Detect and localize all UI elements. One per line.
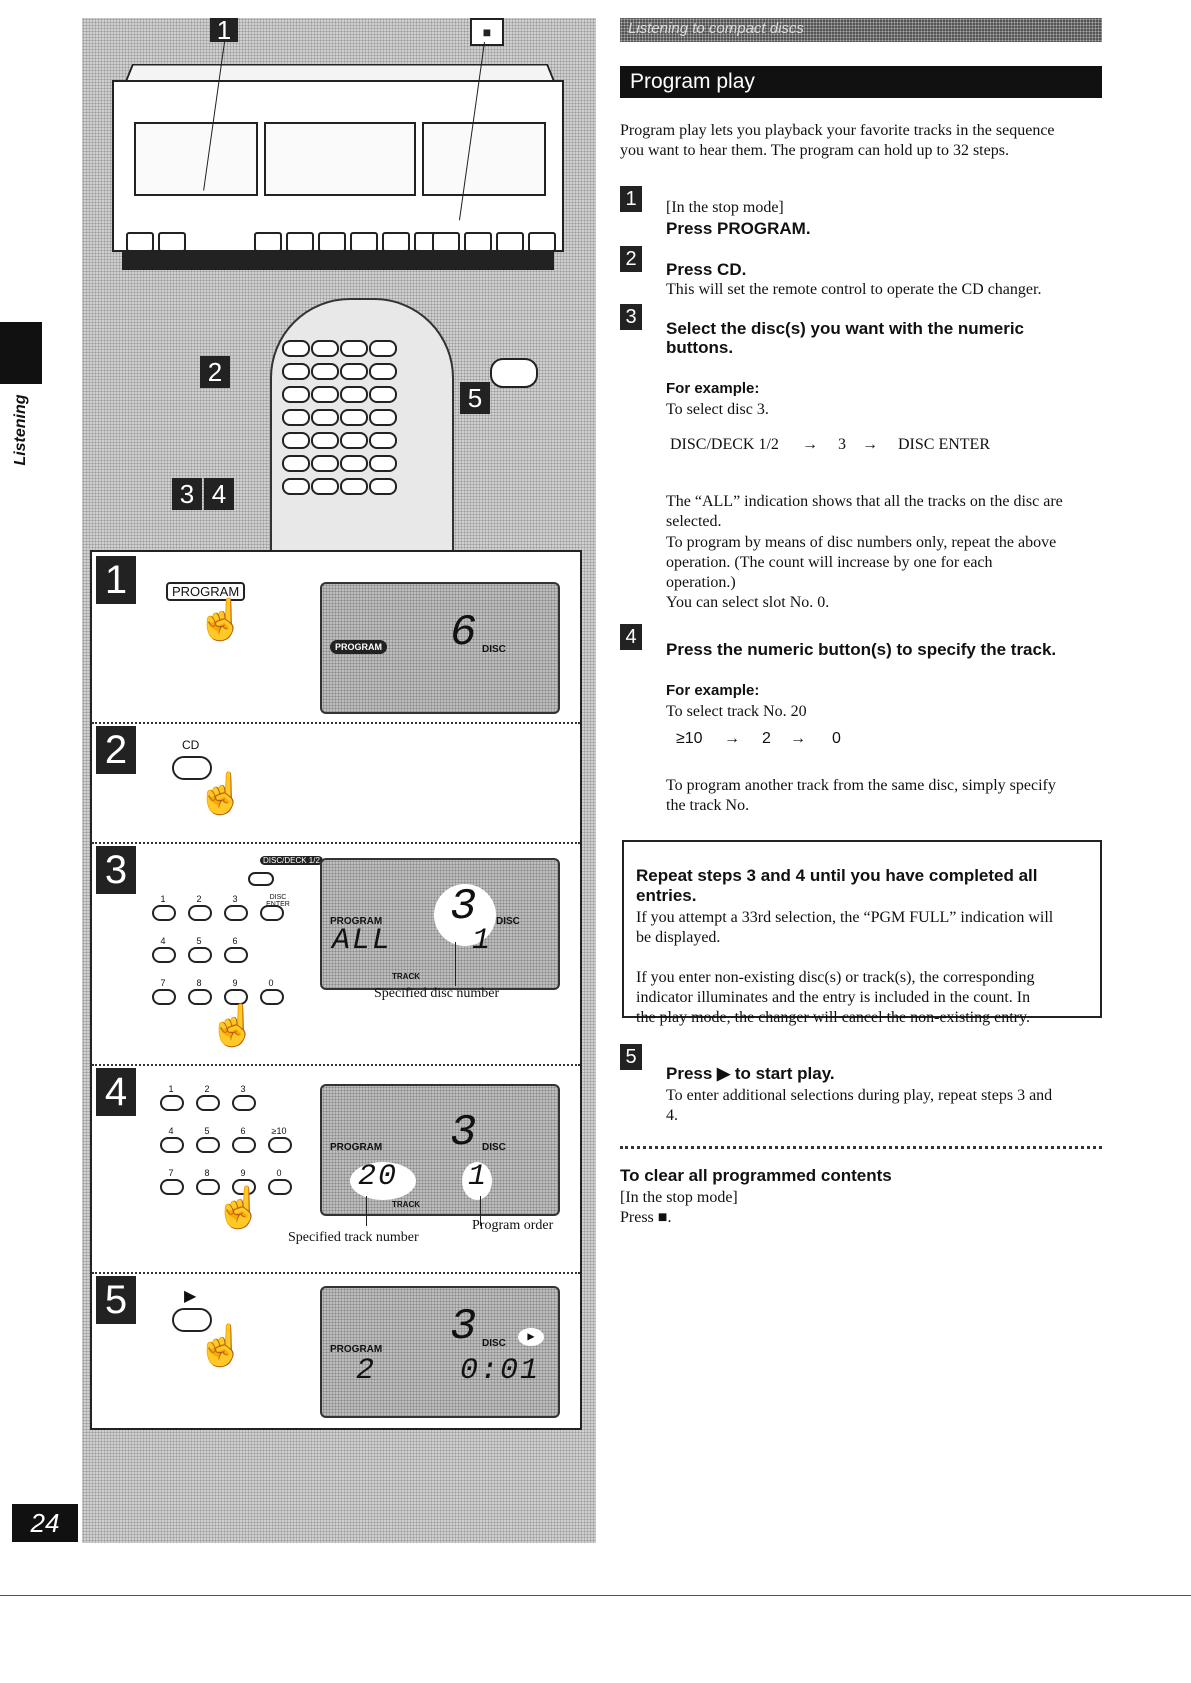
step-4-example-text: To select track No. 20 xyxy=(666,703,807,720)
panel-step-4: 4 1 2 3 4 5 6 ≥10 7 8 9 0 ☝ PROGRAM 3 DI… xyxy=(92,1064,580,1274)
step-number-3: 3 xyxy=(620,304,642,330)
clear-condition: [In the stop mode] xyxy=(620,1189,738,1206)
section-tab-marker xyxy=(0,322,42,384)
hand-press-icon: ☝ xyxy=(208,1003,258,1048)
callout-program-order: Program order xyxy=(472,1218,554,1233)
page-bottom-rule xyxy=(0,1595,1191,1596)
cd-changer-unit xyxy=(112,62,564,272)
remote-tag-2: 2 xyxy=(200,356,230,388)
hand-press-icon: ☝ xyxy=(214,1185,264,1230)
play-indicator-icon: ▶ xyxy=(518,1328,544,1346)
callout-specified-disc: Specified disc number xyxy=(374,986,500,1001)
panel-number: 1 xyxy=(96,556,136,604)
step-panels: 1 PROGRAM ☝ PROGRAM 6 DISC 2 CD ☝ 3 DISC… xyxy=(90,550,582,1430)
panel-number: 4 xyxy=(96,1068,136,1116)
keypad-step-3: 1 2 3 DISC ENTER 4 5 6 7 8 9 0 xyxy=(150,894,294,1005)
intro-line-1: Program play lets you playback your favo… xyxy=(620,122,1055,139)
remote-stop-button xyxy=(490,358,538,388)
hand-press-icon: ☝ xyxy=(196,1323,246,1368)
unit-tag-1: 1 xyxy=(210,15,238,45)
remote-tag-5: 5 xyxy=(460,382,490,414)
step-number-2: 2 xyxy=(620,246,642,272)
hand-press-icon: ☝ xyxy=(196,771,246,816)
panel-step-5: 5 ▶ ☝ PROGRAM 3 DISC ▶ 2 0:01 xyxy=(92,1272,580,1428)
play-button-illus xyxy=(172,1308,212,1332)
step-number-1: 1 xyxy=(620,186,642,212)
callout-specified-track: Specified track number xyxy=(288,1230,419,1245)
program-button-illus: PROGRAM xyxy=(166,582,246,601)
step-1-heading: Press PROGRAM. xyxy=(666,219,811,238)
repeat-steps-note: Repeat steps 3 and 4 until you have comp… xyxy=(622,840,1102,1026)
step-2-body: This will set the remote control to oper… xyxy=(666,281,1042,298)
clear-heading: To clear all programmed contents xyxy=(620,1166,892,1185)
intro-line-2: you want to hear them. The program can h… xyxy=(620,142,1009,159)
hand-press-icon: ☝ xyxy=(196,597,246,642)
step-3-heading-line-2: buttons. xyxy=(666,338,734,357)
remote-tag-4: 4 xyxy=(204,478,234,510)
step-number-4: 4 xyxy=(620,624,642,650)
step-4-example-label: For example: xyxy=(666,682,760,699)
side-section-label: Listening xyxy=(12,394,29,466)
unit-tag-stop: ■ xyxy=(470,18,504,46)
page-title: Program play xyxy=(620,66,1102,98)
panel-step-1: 1 PROGRAM ☝ PROGRAM 6 DISC xyxy=(92,552,580,724)
section-header-bar: Listening to compact discs xyxy=(620,18,1102,42)
panel-step-3: 3 DISC/DECK 1/2 1 2 3 DISC ENTER 4 5 6 7… xyxy=(92,842,580,1066)
step-5-heading: Press ▶ to start play. xyxy=(666,1064,835,1083)
display-step-5: PROGRAM 3 DISC ▶ 2 0:01 xyxy=(320,1286,560,1418)
dotted-separator xyxy=(620,1146,1102,1149)
cd-button-illus xyxy=(172,756,212,780)
step-4-heading: Press the numeric button(s) to specify t… xyxy=(666,640,1057,659)
panel-number: 5 xyxy=(96,1276,136,1324)
step-number-5: 5 xyxy=(620,1044,642,1070)
step-3-example-label: For example: xyxy=(666,380,760,397)
step-2-heading: Press CD. xyxy=(666,260,747,279)
page-number: 24 xyxy=(12,1504,78,1542)
clear-instruction: Press ■. xyxy=(620,1209,672,1226)
step-1-condition: [In the stop mode] xyxy=(666,199,784,216)
display-step-4: PROGRAM 3 DISC 20 1 TRACK xyxy=(320,1084,560,1216)
remote-tag-3: 3 xyxy=(172,478,202,510)
panel-step-2: 2 CD ☝ xyxy=(92,722,580,844)
panel-number: 3 xyxy=(96,846,136,894)
panel-number: 2 xyxy=(96,726,136,774)
keypad-step-4: 1 2 3 4 5 6 ≥10 7 8 9 0 xyxy=(158,1084,302,1195)
step-3-heading-line-1: Select the disc(s) you want with the num… xyxy=(666,319,1025,338)
remote-control xyxy=(270,298,454,572)
display-step-3: PROGRAM 3 DISC ALL 1 TRACK xyxy=(320,858,560,990)
display-step-1: PROGRAM 6 DISC xyxy=(320,582,560,714)
disc-deck-label: DISC/DECK 1/2 xyxy=(260,856,323,865)
step-3-example-text: To select disc 3. xyxy=(666,401,769,418)
